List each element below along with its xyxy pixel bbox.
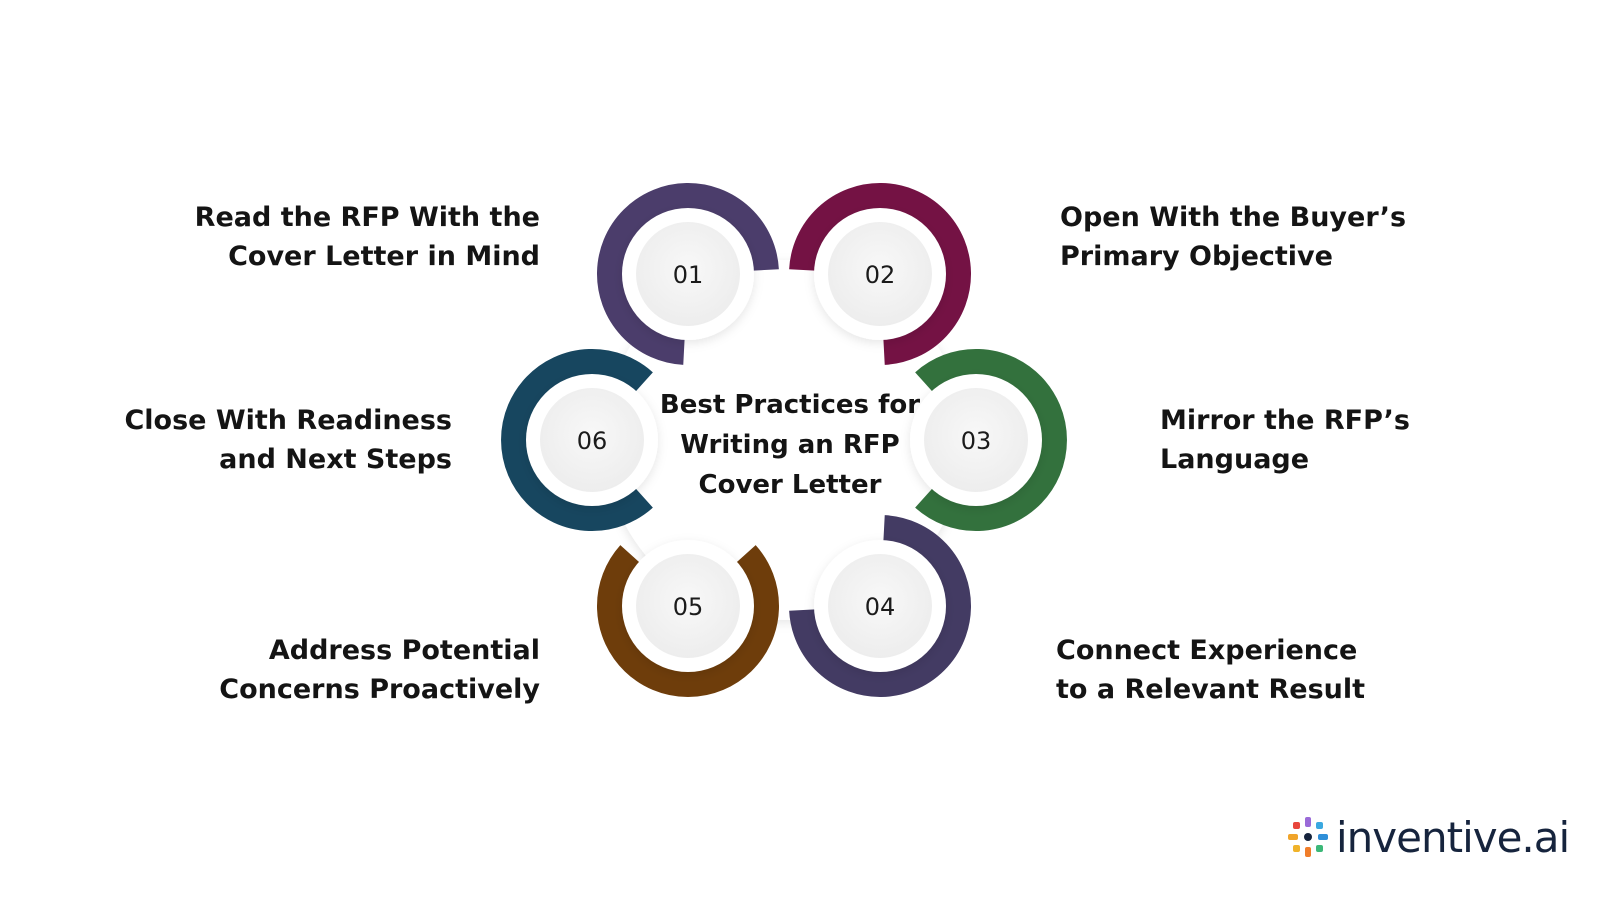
step-03-number: 03: [961, 427, 992, 455]
step-01-ring: [597, 183, 779, 365]
inventive-logo: inventive.ai: [1286, 812, 1570, 862]
logo-text: inventive.ai: [1336, 812, 1570, 862]
step-01-number: 01: [673, 261, 704, 289]
step-01-inner-disc: [636, 222, 740, 326]
step-05-ring: [597, 545, 779, 697]
step-04-number: 04: [865, 593, 896, 621]
step-05-number: 05: [673, 593, 704, 621]
step-03-ring: [915, 349, 1067, 531]
step-04-inner-disc: [828, 554, 932, 658]
step-06-number: 06: [577, 427, 608, 455]
step-03-inner-disc: [924, 388, 1028, 492]
step-05-inner-disc: [636, 554, 740, 658]
pinwheel-logo-icon: [1288, 817, 1328, 857]
step-06-inner-disc: [540, 388, 644, 492]
step-06-ring: [501, 349, 653, 531]
step-04-ring: [789, 515, 971, 697]
step-02-ring: [789, 183, 971, 365]
center-hub: [604, 260, 964, 620]
step-02-number: 02: [865, 261, 896, 289]
step-02-inner-disc: [828, 222, 932, 326]
